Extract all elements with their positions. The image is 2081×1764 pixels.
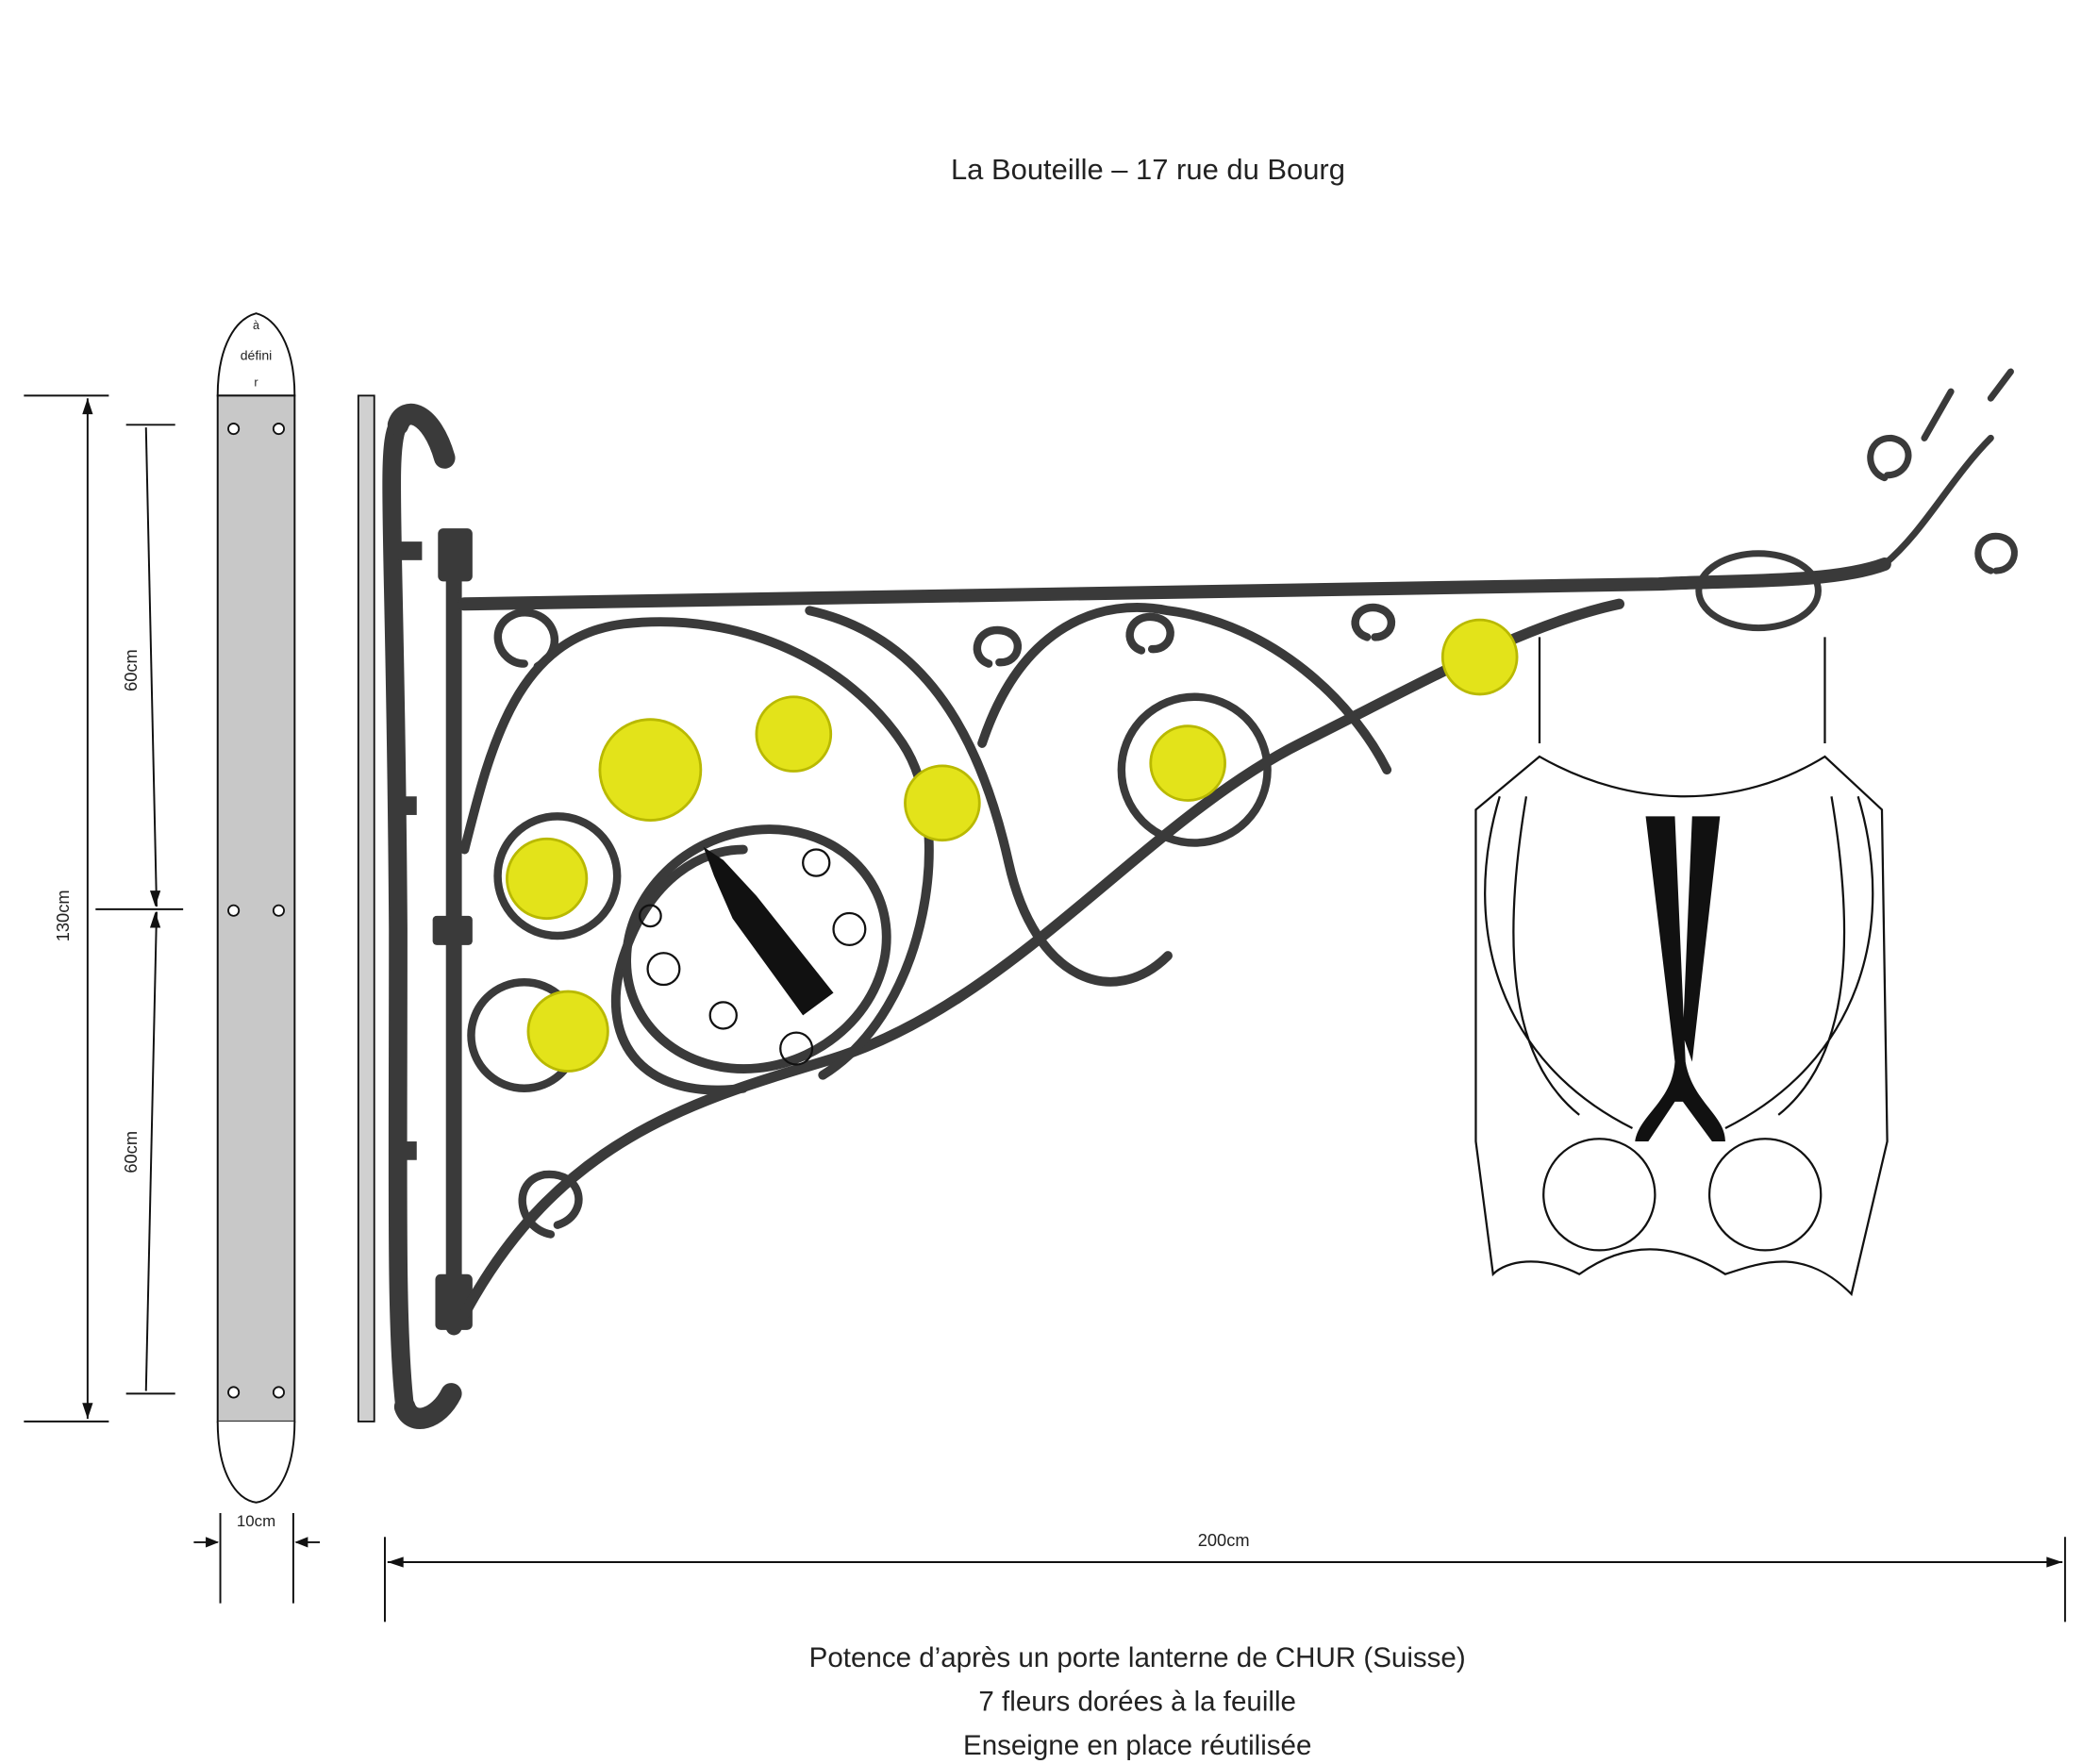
- span-dimensions: 60cm 60cm: [95, 424, 184, 1395]
- hanging-sign: [1474, 637, 1889, 1297]
- iron-bracket: [382, 368, 2018, 1429]
- bolt-holes: [227, 423, 285, 1399]
- drawing-title: La Bouteille – 17 rue du Bourg: [951, 153, 1345, 186]
- height-dimension: 130cm: [24, 394, 109, 1423]
- flower-icon: [526, 990, 609, 1073]
- flower-icon: [904, 764, 981, 842]
- plate-width-dimension: 10cm: [193, 1512, 321, 1604]
- plate-width-label: 10cm: [237, 1512, 275, 1530]
- lower-span-label: 60cm: [121, 1131, 141, 1173]
- flower-icon: [1440, 618, 1519, 696]
- bottle-icon: [703, 846, 834, 1016]
- caption-line-2: 7 fleurs dorées à la feuille: [978, 1687, 1296, 1718]
- wall-plate: à défini r: [216, 312, 296, 1504]
- flower-icon: [1149, 724, 1226, 802]
- plate-note-line1: à: [253, 319, 260, 332]
- upper-span-label: 60cm: [121, 649, 141, 691]
- flower-icon: [506, 837, 589, 921]
- caption-line-3: Enseigne en place réutilisée: [963, 1730, 1311, 1761]
- caption: Potence d’après un porte lanterne de CHU…: [809, 1642, 1466, 1761]
- mounting-bar: [357, 394, 375, 1423]
- scissors-icon: [1635, 816, 1725, 1142]
- plate-note-line3: r: [254, 376, 258, 390]
- length-dimension: 200cm: [384, 1530, 2067, 1623]
- flower-icon: [755, 695, 833, 773]
- length-label: 200cm: [1198, 1530, 1250, 1550]
- flower-icon: [598, 718, 703, 822]
- gilded-flowers: [506, 618, 1519, 1073]
- plate-note-line2: défini: [241, 347, 273, 362]
- caption-line-1: Potence d’après un porte lanterne de CHU…: [809, 1642, 1466, 1673]
- total-height-label: 130cm: [53, 890, 73, 941]
